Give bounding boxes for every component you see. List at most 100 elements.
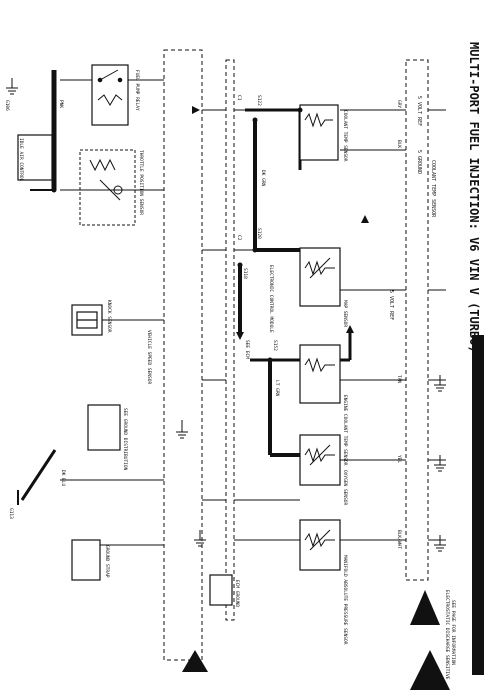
wire-label-c1: C1 <box>236 95 242 101</box>
ground-box <box>71 539 101 581</box>
label-ground-dist: SEE GROUND DISTRIBUTION <box>122 408 128 471</box>
splice-s118 <box>237 262 243 268</box>
label-oxygen: OXYGEN SENSOR <box>342 470 348 506</box>
relay-switch <box>99 69 119 81</box>
esd-triangle-left <box>182 650 208 672</box>
splice-label-s120: S120 <box>256 228 262 239</box>
label-ctsensor: COOLANT TEMP SENSOR <box>342 110 348 162</box>
variable-arrow-3 <box>309 529 331 551</box>
resistor-3 <box>304 357 335 373</box>
variable-arrow-2 <box>309 444 331 466</box>
label-vss: VEHICLE SPEED SENSOR <box>146 330 152 384</box>
coolant-temp-sensor-box <box>299 104 339 161</box>
variable-arrow-1 <box>309 257 331 279</box>
mat-sensor-box <box>299 519 341 571</box>
label-ect: ENGINE COOLANT TEMP SENSOR <box>342 395 348 466</box>
esd-triangle-corner <box>410 650 450 690</box>
ecm-connector-box-left <box>163 49 203 661</box>
ground-symbol-6 <box>194 530 206 547</box>
tps-potentiometer <box>79 149 136 226</box>
wire-label-yel: YEL <box>396 455 402 463</box>
label-map-abs: MANIFOLD ABSOLUTE PRESSURE SENSOR <box>342 555 348 645</box>
label-iac: IDLE AIR CONTROL <box>18 138 24 182</box>
ground-symbols <box>6 78 446 552</box>
label-knock-sensor: KNOCK SENSOR <box>106 300 112 333</box>
wire-label-dk-blu: DK BLU <box>60 470 66 487</box>
vss-note-box <box>87 404 121 451</box>
splice-dots <box>51 107 303 363</box>
wire-label-lt-grn: LT GRN <box>274 380 280 397</box>
splice-top <box>297 107 303 113</box>
wire-label-gry: GRY <box>396 100 402 108</box>
arrow-up-1 <box>361 215 369 223</box>
injector-box <box>299 344 341 404</box>
arrow-up-2 <box>346 325 354 333</box>
label-5-ground: 5 GROUND <box>416 150 422 174</box>
label-tps: THROTTLE POSITION SENSOR <box>138 150 144 215</box>
label-ecm-ground: ECM GROUND <box>234 580 240 607</box>
relay-contacts <box>97 69 123 106</box>
label-fuel-pump-relay: FUEL PUMP RELAY <box>134 70 140 111</box>
map-sensor-box <box>299 247 341 307</box>
ground-symbol-5 <box>434 535 446 552</box>
splice-s120 <box>252 247 258 253</box>
page-title: MULTI-PORT FUEL INJECTION: V6 VIN V (TUR… <box>467 42 481 353</box>
ecm-connector-box-right <box>405 59 429 581</box>
tps-pivot <box>113 185 123 195</box>
tps-wiper <box>99 179 121 201</box>
ground-symbol-2 <box>176 420 188 439</box>
left-module-box <box>17 134 53 181</box>
splice-label-s118: S118 <box>242 268 248 279</box>
resistor-5 <box>304 532 335 548</box>
wire-label-tan: TAN <box>396 375 402 383</box>
ground-symbol-3 <box>434 375 446 392</box>
label-map-sensor: MAP SENSOR <box>342 300 348 327</box>
ground-label-g113: G113 <box>8 508 14 519</box>
text-labels: 5 VOLT REF 5 GROUND COOLANT TEMP SENSOR … <box>4 70 456 680</box>
label-5v-ref-2: 5 VOLT REF <box>388 290 394 320</box>
wire-label-dk-grn: DK GRN <box>260 170 266 187</box>
label-see-ecm: SEE ECM <box>244 340 250 359</box>
splice-label-s152: S152 <box>272 340 278 351</box>
dashed-enclosures <box>163 49 429 661</box>
title-strip: MULTI-PORT FUEL INJECTION: V6 VIN V (TUR… <box>462 40 496 697</box>
component-boxes <box>17 64 341 606</box>
flow-arrows <box>192 106 369 340</box>
label-5v-ref: 5 VOLT REF <box>416 96 422 126</box>
resistor-4 <box>304 447 335 463</box>
resistor-2 <box>304 260 335 276</box>
arrow-down-1 <box>236 332 244 340</box>
resistor-1 <box>304 112 333 128</box>
label-coolant-top: COOLANT TEMP SENSOR <box>430 160 436 218</box>
wire-label-c2: C2 <box>236 235 242 241</box>
relay-pin-2 <box>117 77 123 83</box>
ect-box <box>299 434 341 486</box>
title-underline-bar <box>472 335 484 675</box>
knock-sensor-symbol <box>76 311 98 329</box>
label-esd-warning: ELECTROSTATIC DISCHARGE SENSITIVE <box>444 590 450 680</box>
label-esd-info: SEE PAGE FOR INFORMATION <box>450 600 456 665</box>
label-ecm-center: ELECTRONIC CONTROL MODULE <box>268 265 274 333</box>
sensor-resistors <box>304 112 335 551</box>
ecm-dash-line <box>225 59 235 621</box>
wire-label-blk: BLK <box>396 140 402 148</box>
ground-label-g106: G106 <box>4 100 10 111</box>
ground-symbol-4 <box>434 455 446 472</box>
ground-strap-wire <box>20 449 57 501</box>
splice-s122 <box>252 117 258 123</box>
tps-dashed-box <box>79 149 136 226</box>
splice-label-s122: S122 <box>256 95 262 106</box>
relay-coil <box>97 94 123 106</box>
esd-triangle-right <box>410 590 440 625</box>
ecm-connector-box <box>209 574 233 606</box>
label-ground-strap: GROUND STRAP <box>104 545 110 578</box>
splice-s152 <box>267 357 273 363</box>
wire-label-blk-wht: BLK/WHT <box>396 530 402 549</box>
main-wiring <box>17 70 352 505</box>
wire-label-pnk: PNK <box>58 100 64 108</box>
splice-left <box>51 187 57 193</box>
ground-symbol-1 <box>6 78 18 95</box>
arrow-right-1 <box>192 106 200 114</box>
